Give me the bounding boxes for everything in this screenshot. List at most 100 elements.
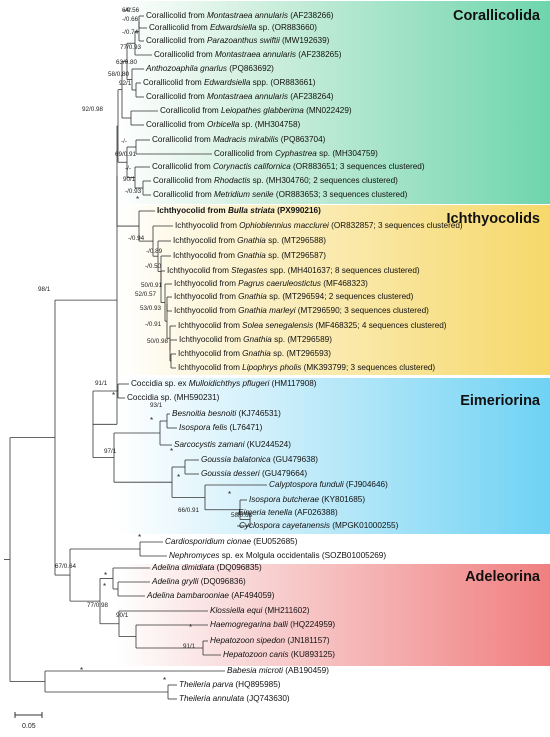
leaf-label: Ichthyocolid from Bulla striata (PX99021…	[157, 206, 321, 215]
support-value: 77/0.98	[87, 602, 109, 609]
leaf-label: Ichthyocolid from Lipophrys pholis (MK39…	[178, 363, 436, 372]
support-value: 91/1	[95, 380, 108, 387]
leaf-label: Nephromyces sp. ex Molgula occidentalis …	[169, 551, 387, 560]
leaf-label: Corallicolid from Montastraea annularis …	[154, 50, 342, 59]
clade-label-adeleorina: Adeleorina	[465, 569, 540, 585]
clade-label-eimeriorina: Eimeriorina	[460, 393, 540, 409]
support-value: 53/0.93	[140, 305, 162, 312]
scale-bar	[14, 712, 43, 718]
leaf-label: Calyptospora funduli (FJ904646)	[269, 480, 388, 489]
support-value: 50/0.98	[147, 338, 169, 345]
clade-band-corallicolida: Corallicolida	[117, 1, 550, 204]
support-value: 52/0.57	[135, 291, 157, 298]
leaf-label: Hepatozoon canis (KU893125)	[223, 650, 335, 659]
support-value: 64/	[122, 7, 131, 14]
leaf-label: Babesia microti (AB190459)	[227, 666, 329, 675]
leaf-label: Corallicolid from Corynactis californica…	[152, 162, 425, 171]
clade-band-ichthyocolids: Ichthyocolids	[117, 205, 550, 375]
support-value: *	[150, 416, 154, 425]
support-value: -/0.74	[122, 29, 139, 36]
support-value: 63/0.80	[116, 59, 138, 66]
support-value: 93/1	[150, 402, 163, 409]
support-value: -/-	[125, 165, 131, 172]
tree-branches	[4, 15, 267, 700]
leaf-label: Ichthyocolid from Gnathia sp. (MT296589)	[179, 335, 332, 344]
leaf-label: Coccidia sp. ex Mulloidichthys pflugeri …	[131, 379, 317, 388]
support-value: 77/0.93	[120, 44, 142, 51]
scale-bar-label: 0.05	[22, 723, 36, 730]
leaf-label: Corallicolid from Montastraea annularis …	[146, 11, 334, 20]
leaf-label: Ichthyocolid from Gnathia sp. (MT296588)	[173, 236, 326, 245]
leaf-label: Corallicolid from Edwardsiella sp. (OR88…	[149, 23, 317, 32]
support-value: 50/0.91	[141, 282, 163, 289]
support-value: 58/0.68	[231, 512, 253, 519]
leaf-label: Besnoitia besnoiti (KJ746531)	[172, 409, 281, 418]
support-value: 92/1	[119, 80, 132, 87]
support-value: *	[228, 490, 232, 499]
leaf-label: Corallicolid from Rhodactis sp. (MH30476…	[153, 176, 398, 185]
leaf-label: Hepatozoon sipedon (JN181157)	[210, 636, 330, 645]
support-value: *	[177, 473, 181, 482]
leaf-label: Ichthyocolid from Gnathia sp. (MT296593)	[178, 349, 331, 358]
clade-label-corallicolida: Corallicolida	[452, 8, 540, 24]
leaf-label: Corallicolid from Parazoanthus swiftii (…	[146, 36, 330, 45]
leaf-label: Corallicolid from Cyphastrea sp. (MH3047…	[214, 149, 378, 158]
support-value: *	[104, 571, 108, 580]
support-value: 58/0.80	[108, 71, 130, 78]
support-value: *	[136, 195, 140, 204]
leaf-label: Adelina dimidiata (DQ096835)	[152, 563, 262, 572]
support-value: -/0.50	[145, 263, 162, 270]
clade-label-ichthyocolids: Ichthyocolids	[446, 211, 540, 227]
leaf-label: Sarcocystis zamani (KU244524)	[174, 440, 291, 449]
leaf-label: Corallicolid from Leiopathes glabberima …	[160, 106, 352, 115]
support-value: *	[80, 666, 84, 675]
support-value: *	[163, 676, 167, 685]
support-value: *	[138, 533, 142, 542]
leaf-label: Goussia desseri (GU479664)	[201, 469, 308, 478]
support-value: *	[112, 391, 116, 400]
leaf-label: Adelina bambarooniae (AF494059)	[147, 591, 275, 600]
support-value: *	[189, 623, 193, 632]
support-value: 67/0.64	[55, 563, 77, 570]
clade-band-eimeriorina: Eimeriorina	[117, 378, 550, 534]
leaf-label: Ichthyocolid from Solea senegalensis (MF…	[178, 321, 447, 330]
support-value: 97/1	[104, 448, 117, 455]
leaf-label: Goussia balatonica (GU479638)	[201, 455, 318, 464]
leaf-label: Corallicolid from Metridium senile (OR88…	[153, 190, 408, 199]
clade-band-adeleorina: Adeleorina	[117, 564, 550, 666]
support-value: 90/1	[116, 612, 129, 619]
support-value: 92/0.98	[82, 106, 104, 113]
leaf-label: Eimeria tenella (AF026388)	[238, 508, 338, 517]
leaf-label: Ichthyocolid from Gnathia marleyi (MT296…	[174, 306, 429, 315]
leaf-label: Ichthyocolid from Ophioblennius macclure…	[175, 221, 463, 230]
leaf-label: Adelina grylli (DQ096836)	[152, 577, 246, 586]
leaf-label: Cyclospora cayetanensis (MPGK01000255)	[239, 521, 399, 530]
support-value: -/0.94	[128, 235, 145, 242]
leaf-label: Theileria annulata (JQ743630)	[179, 694, 290, 703]
leaf-label: Ichthyocolid from Pagrus caeruleostictus…	[174, 279, 368, 288]
support-value: -/0.93	[125, 188, 142, 195]
leaf-label: Corallicolid from Orbicella sp. (MH30475…	[146, 120, 301, 129]
leaf-label: Coccidia sp. (MH590231)	[127, 393, 220, 402]
leaf-label: Corallicolid from Madracis mirabilis (PQ…	[152, 135, 326, 144]
leaf-label: Isospora butcherae (KY801685)	[249, 495, 366, 504]
leaf-label: Ichthyocolid from Gnathia sp. (MT296594;…	[174, 292, 414, 301]
leaf-label: Ichthyocolid from Gnathia sp. (MT296587)	[173, 251, 326, 260]
support-value: -/0.66	[122, 16, 139, 23]
support-value: *	[103, 582, 107, 591]
support-value: -/-	[121, 138, 127, 145]
support-value: 98/1	[38, 286, 51, 293]
leaf-label: Corallicolid from Edwardsiella spp. (OR8…	[143, 78, 316, 87]
support-value: 69/0.91	[115, 151, 137, 158]
support-value: -/0.89	[146, 248, 163, 255]
leaf-label: Haemogregarina balli (HQ224959)	[210, 620, 336, 629]
leaf-label: Anthozoaphila gnarlus (PQ863692)	[146, 64, 274, 73]
support-value: -/0.91	[145, 321, 162, 328]
leaf-label: Theileria parva (HQ895985)	[179, 680, 281, 689]
leaf-label: Ichthyocolid from Stegastes spp. (MH4016…	[167, 266, 420, 275]
support-value: -/0.56	[123, 7, 140, 14]
support-value: 90/1	[123, 176, 136, 183]
leaf-label: Isospora felis (L76471)	[179, 423, 263, 432]
support-value: *	[170, 447, 174, 456]
